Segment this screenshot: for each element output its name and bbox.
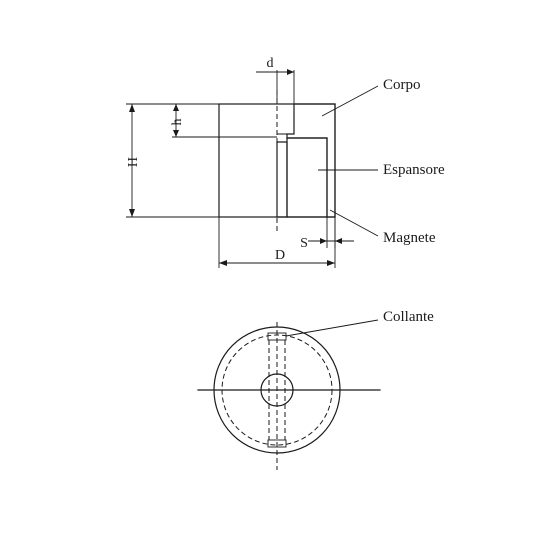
- d-arrow: [287, 69, 294, 75]
- glue-spot-bottom: [267, 439, 287, 448]
- h-arrow-top: [173, 104, 179, 111]
- inner-dashed-circle: [221, 334, 333, 446]
- glue-label: Collante: [383, 309, 434, 325]
- magnet-label: Magnete: [383, 230, 436, 246]
- H-arrow-top: [129, 104, 135, 112]
- h-label: h: [170, 119, 185, 126]
- magnet-leader: [329, 209, 379, 237]
- glue-spot-top: [267, 332, 287, 341]
- h-arrow-bottom: [173, 130, 179, 137]
- magnet-section: [276, 141, 288, 218]
- H-arrow-bottom: [129, 209, 135, 217]
- side-section-view: H h d S D Corpo Espansore: [126, 56, 445, 268]
- D-arrow-right: [327, 260, 335, 266]
- top-plan-view: Collante: [197, 309, 434, 470]
- outer-circle: [213, 326, 341, 454]
- expander-section: [286, 137, 328, 218]
- S-arrow-left: [320, 238, 327, 244]
- d-label: d: [267, 56, 274, 71]
- expander-label: Espansore: [383, 162, 445, 178]
- body-label: Corpo: [383, 77, 421, 93]
- D-label: D: [275, 248, 285, 263]
- glue-leader: [285, 319, 379, 337]
- S-label: S: [300, 236, 308, 251]
- D-arrow-left: [219, 260, 227, 266]
- S-arrow-right: [335, 238, 342, 244]
- body-leader: [321, 85, 379, 117]
- center-hole: [260, 373, 294, 407]
- H-label: H: [126, 157, 141, 167]
